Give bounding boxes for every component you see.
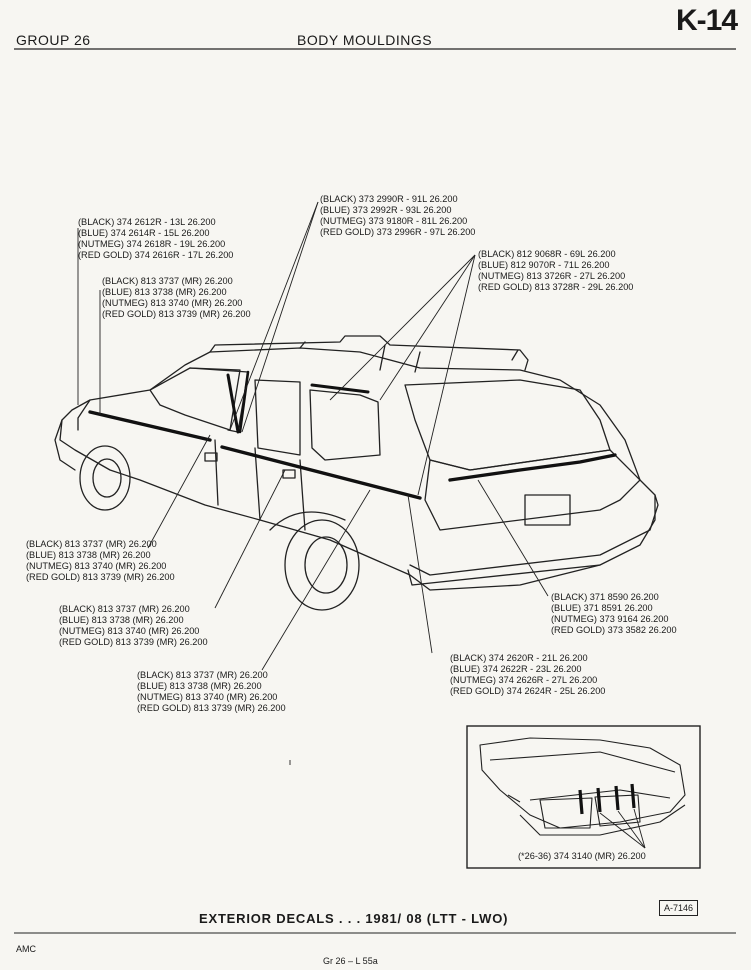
inset-box [466, 725, 701, 869]
liftgate-moulding [448, 453, 617, 482]
quarter-window-outline [309, 389, 381, 461]
leader-liftgate [477, 479, 549, 597]
rear-door-line [254, 447, 261, 521]
label-roof-pillar: (BLACK) 373 2990R - 91L 26.200(BLUE) 373… [320, 194, 476, 237]
inset-tail-stripes [578, 783, 636, 815]
front-door-line [214, 439, 219, 506]
rear-door-window [254, 379, 301, 456]
roof-rack [209, 335, 529, 371]
pillar-moulding [226, 373, 240, 434]
page-reference: Gr 26 – L 55a [323, 956, 378, 966]
figure-code: A-7146 [659, 900, 699, 916]
label-rear-quarter: (BLACK) 374 2620R - 21L 26.200(BLUE) 374… [450, 653, 606, 696]
label-quarter-window: (BLACK) 812 9068R - 69L 26.200(BLUE) 812… [478, 249, 634, 292]
inset-leaders [599, 808, 646, 849]
front-wheel [79, 445, 131, 511]
leader-quarter-panel [261, 489, 371, 671]
label-rear-door: (BLACK) 813 3737 (MR) 26.200(BLUE) 813 3… [59, 604, 208, 647]
quarter-window-moulding [310, 383, 370, 394]
label-front-fender: (BLACK) 374 2612R - 13L 26.200(BLUE) 374… [78, 217, 234, 260]
leader-roof [229, 201, 319, 431]
inset-label: (*26-36) 374 3140 (MR) 26.200 [518, 851, 646, 861]
license-plate [524, 494, 571, 526]
inset-rear-view [479, 737, 686, 836]
label-front-bumper-strip: (BLACK) 813 3737 (MR) 26.200(BLUE) 813 3… [102, 276, 251, 319]
rear-bumper [409, 494, 659, 576]
leader-rear-quarter [407, 494, 433, 654]
label-front-door: (BLACK) 813 3737 (MR) 26.200(BLUE) 813 3… [26, 539, 175, 582]
side-moulding-front [88, 410, 212, 442]
label-liftgate: (BLACK) 371 8590 26.200(BLUE) 371 8591 2… [551, 592, 677, 635]
pillar-moulding-rear [238, 370, 250, 434]
leader-front-door [147, 434, 211, 549]
leader-rear-door [214, 469, 286, 609]
footer-title: EXTERIOR DECALS . . . 1981/ 08 (LTT - LW… [199, 911, 509, 926]
front-door-handle [204, 452, 218, 462]
liftgate-glass [404, 379, 611, 471]
page-number: K-14 [676, 4, 738, 37]
rear-wheel [284, 519, 360, 611]
leader-quarter-window [329, 254, 476, 401]
windshield [149, 367, 241, 431]
side-moulding-rear [220, 445, 422, 500]
group-label: GROUP 26 [16, 32, 91, 48]
label-quarter-panel: (BLACK) 813 3737 (MR) 26.200(BLUE) 813 3… [137, 670, 286, 713]
brand-label: AMC [16, 944, 36, 954]
page-title: BODY MOULDINGS [297, 32, 433, 48]
